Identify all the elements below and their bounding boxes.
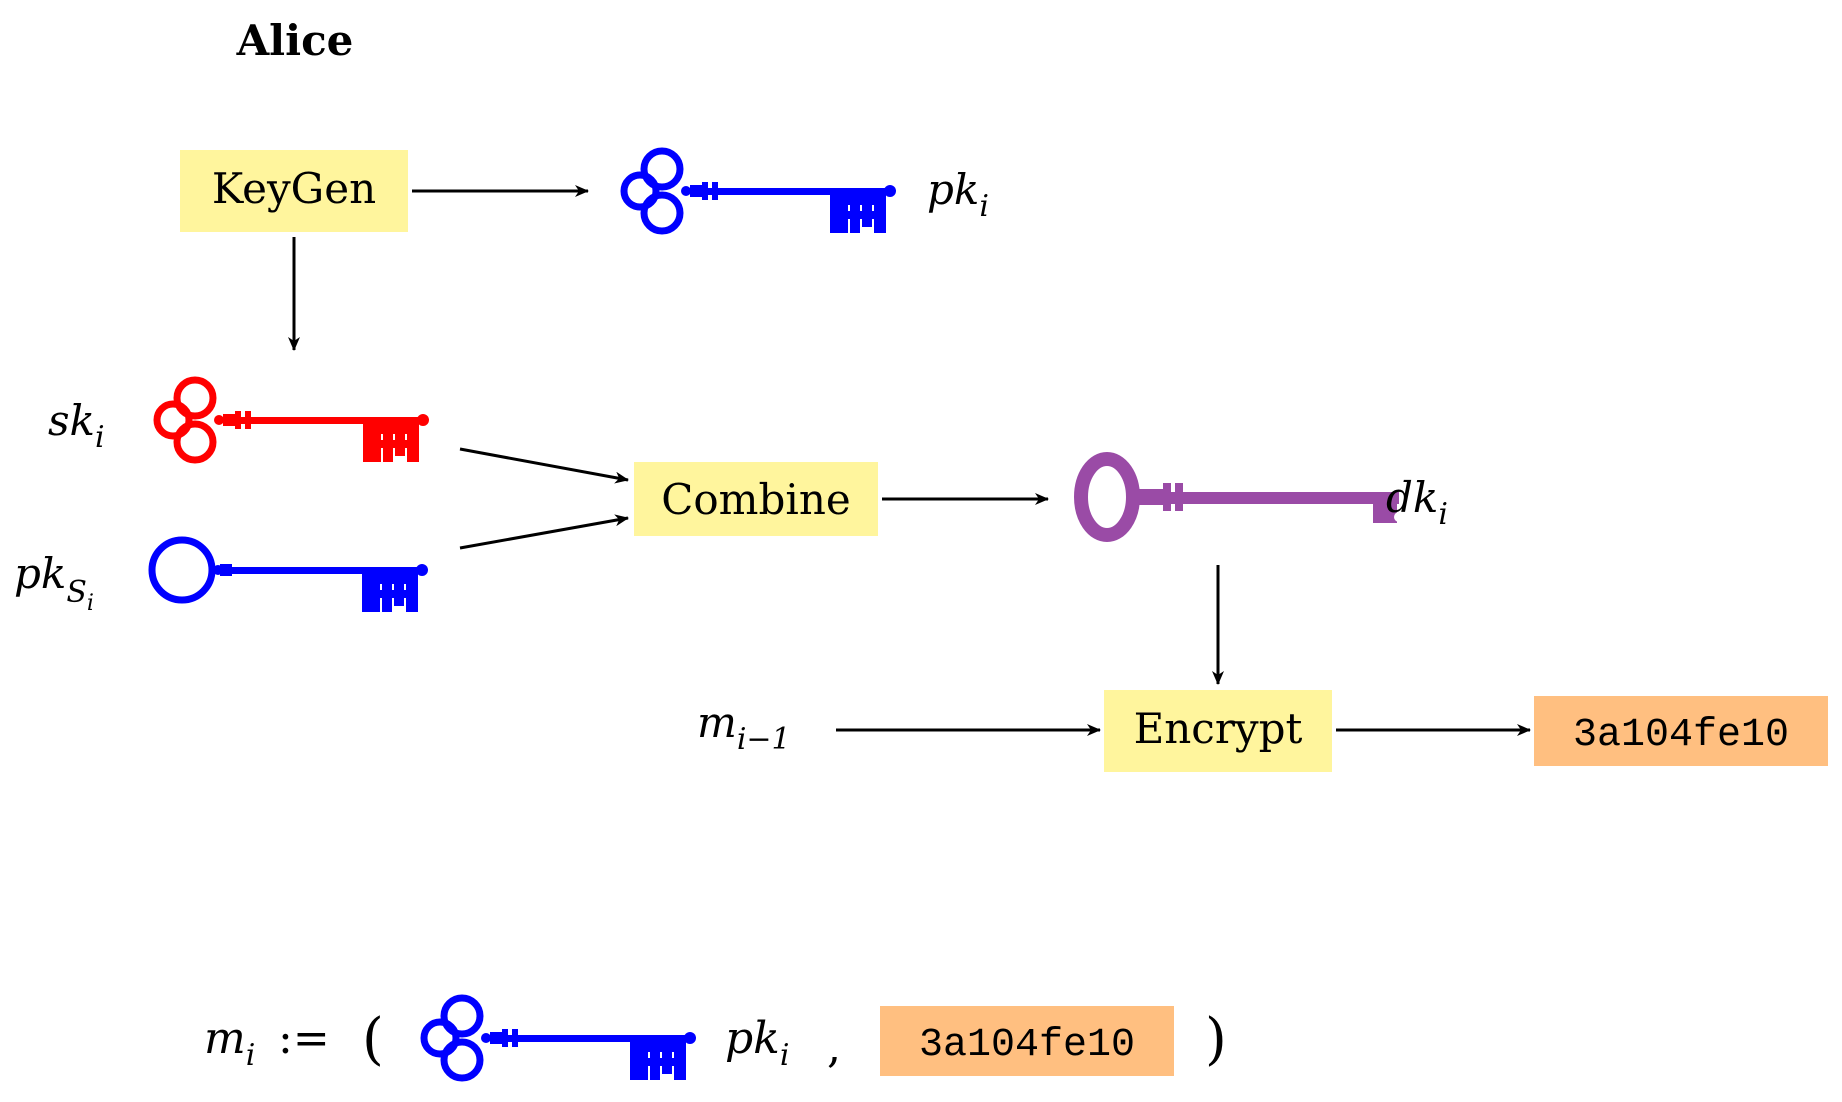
arrow-sk-to-combine	[459, 447, 629, 484]
derived-key-icon	[1081, 459, 1404, 535]
keygen-box-bg	[180, 150, 408, 232]
ciphertext-box: 3a104fe10	[1534, 696, 1828, 766]
encrypt-box-bg	[1104, 690, 1332, 772]
formula-lhs: mi	[204, 1013, 255, 1073]
formula-close-paren: )	[1205, 1007, 1227, 1072]
secret-key-icon	[157, 380, 429, 462]
formula-pk: pki	[725, 1013, 789, 1073]
label-m-prev: mi−1	[697, 698, 791, 757]
public-key-icon	[624, 151, 896, 233]
arrow-pks-to-combine	[459, 514, 629, 550]
formula-public-key-icon	[424, 998, 696, 1080]
title-alice: Alice	[236, 16, 354, 65]
combine-label: Combine	[661, 475, 850, 524]
combine-box-bg	[634, 462, 878, 536]
message-formula: mi := ( pki , 3a104fe10 )	[204, 998, 1227, 1080]
label-pk-s-i: pkSi	[14, 549, 94, 616]
label-pk-i-top: pki	[927, 165, 989, 224]
label-sk-i: ski	[48, 396, 105, 455]
encrypt-label: Encrypt	[1134, 704, 1303, 753]
combine-box: Combine	[634, 462, 878, 536]
formula-comma: ,	[827, 1022, 841, 1073]
keygen-label: KeyGen	[212, 164, 376, 213]
encrypt-box: Encrypt	[1104, 690, 1332, 772]
ciphertext-box-bg	[1534, 696, 1828, 766]
formula-assign: :=	[278, 1013, 330, 1064]
formula-ciphertext-bg	[880, 1006, 1174, 1076]
formula-ciphertext: 3a104fe10	[919, 1023, 1135, 1068]
formula-open-paren: (	[362, 1007, 384, 1072]
keygen-box: KeyGen	[180, 150, 408, 232]
label-dk-i: dki	[1386, 473, 1448, 532]
peer-public-key-icon	[152, 540, 428, 612]
ciphertext-value: 3a104fe10	[1573, 713, 1789, 758]
